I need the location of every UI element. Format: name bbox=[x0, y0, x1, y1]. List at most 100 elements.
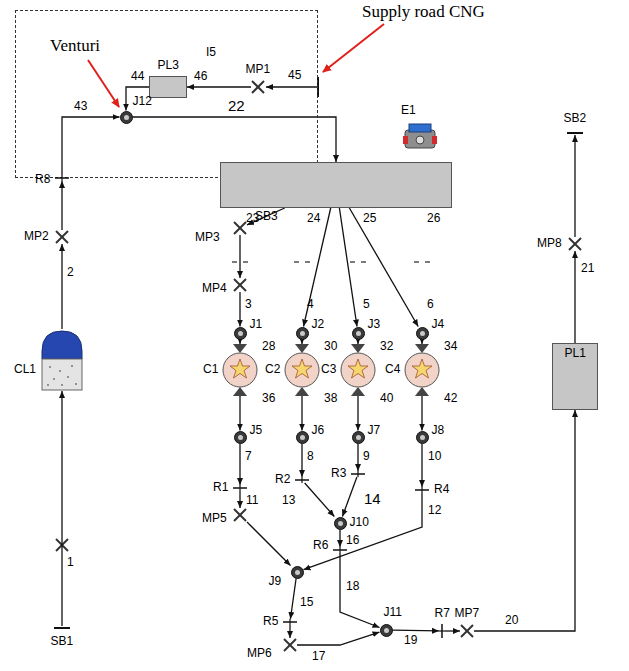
pipe-number: 9 bbox=[363, 450, 370, 464]
pipe-number: 2 bbox=[67, 266, 74, 280]
pipe-number: 38 bbox=[324, 392, 337, 406]
pipe-connector bbox=[239, 340, 240, 345]
restriction-symbol bbox=[439, 624, 445, 638]
pipe-connector bbox=[301, 396, 302, 431]
component-box-symbol bbox=[220, 162, 452, 208]
restriction: R3 bbox=[351, 471, 365, 477]
cylinder: C4 bbox=[402, 344, 442, 396]
junction: J3 bbox=[352, 327, 365, 340]
junction-symbol bbox=[352, 327, 365, 340]
pipe-number: 18 bbox=[346, 580, 359, 594]
pipe-connector bbox=[239, 491, 240, 508]
pipe-connector bbox=[474, 410, 575, 631]
junction-symbol bbox=[352, 431, 365, 444]
pipe-connector bbox=[247, 208, 285, 225]
component-box-symbol bbox=[149, 76, 187, 98]
pipe-connector bbox=[304, 493, 423, 570]
restriction-symbol bbox=[233, 485, 247, 491]
node-label: J8 bbox=[432, 424, 445, 438]
node-label: MP3 bbox=[195, 231, 220, 245]
junction: J6 bbox=[296, 431, 309, 444]
pipe-connector bbox=[239, 235, 240, 278]
node-label: C3 bbox=[321, 363, 336, 377]
measure-point-symbol bbox=[460, 624, 474, 638]
restriction: R7 bbox=[439, 624, 445, 638]
pipe-connector bbox=[445, 630, 460, 631]
node-label: R5 bbox=[263, 615, 278, 629]
restriction-symbol bbox=[333, 547, 347, 553]
restriction: R4 bbox=[415, 487, 429, 493]
pipe-number: 34 bbox=[444, 340, 457, 354]
junction: J7 bbox=[352, 431, 365, 444]
pipe-connector bbox=[340, 553, 380, 628]
junction: J9 bbox=[291, 566, 304, 579]
node-label: I5 bbox=[206, 46, 216, 60]
pipe-number: 10 bbox=[428, 450, 441, 464]
node-label: J7 bbox=[368, 424, 381, 438]
measure-point: MP3 bbox=[233, 221, 247, 235]
pipe-number: 30 bbox=[324, 340, 337, 354]
pipe-connector bbox=[357, 396, 358, 431]
junction-symbol bbox=[234, 327, 247, 340]
node-label: R3 bbox=[331, 467, 346, 481]
node-label: J6 bbox=[312, 424, 325, 438]
tank-symbol: CL1 bbox=[42, 329, 82, 391]
pipe-number: 21 bbox=[581, 262, 594, 276]
cylinder: C3 bbox=[338, 344, 378, 396]
pipe-number: 23 bbox=[246, 212, 259, 226]
junction-symbol bbox=[416, 431, 429, 444]
engine-icon: E1 bbox=[403, 122, 437, 150]
pipe-number: 24 bbox=[307, 212, 320, 226]
cylinder-symbol bbox=[282, 344, 322, 396]
pipe-connector bbox=[342, 477, 357, 517]
pipe-number: 12 bbox=[428, 504, 441, 518]
component-box: SB3 bbox=[220, 162, 452, 208]
junction-symbol bbox=[291, 566, 304, 579]
pipe-number: 14 bbox=[364, 490, 381, 507]
node-label: R8 bbox=[35, 173, 50, 187]
node-label: E1 bbox=[401, 104, 416, 118]
pipe-connector bbox=[239, 396, 240, 431]
restriction-symbol bbox=[415, 487, 429, 493]
node-label: J4 bbox=[432, 318, 445, 332]
component-box: PL1 bbox=[552, 343, 598, 410]
pipe-number: 43 bbox=[74, 100, 87, 114]
pipe-connector bbox=[133, 117, 337, 162]
component-box: PL3 bbox=[149, 76, 187, 98]
measure-point-symbol bbox=[568, 237, 582, 251]
pipe-number: 17 bbox=[312, 650, 325, 664]
node-label: SB2 bbox=[564, 112, 587, 126]
junction: J11 bbox=[380, 624, 393, 637]
callout-text: Supply road CNG bbox=[362, 2, 485, 22]
pipe-connector bbox=[304, 208, 331, 327]
pipe-number: 40 bbox=[380, 392, 393, 406]
cylinder-symbol bbox=[402, 344, 442, 396]
pipe-number: 19 bbox=[404, 634, 417, 648]
cylinder: C1 bbox=[220, 344, 260, 396]
measure-point: MP8 bbox=[568, 237, 582, 251]
pipe-connector bbox=[61, 244, 62, 329]
junction-symbol bbox=[380, 624, 393, 637]
node-label: R4 bbox=[434, 483, 449, 497]
junction-symbol bbox=[416, 327, 429, 340]
pipe-connector bbox=[301, 444, 302, 478]
node-label: MP6 bbox=[247, 647, 272, 661]
pipe-connector bbox=[421, 340, 422, 345]
cylinder-symbol bbox=[338, 344, 378, 396]
pipe-connector bbox=[61, 181, 62, 230]
pipe-number: 44 bbox=[131, 70, 144, 84]
node-label: R6 bbox=[313, 539, 328, 553]
pipe-number: 32 bbox=[380, 340, 393, 354]
cylinder-symbol bbox=[220, 344, 260, 396]
restriction: R2 bbox=[295, 477, 309, 483]
pipe-connector bbox=[289, 625, 290, 638]
node-label: PL3 bbox=[158, 59, 179, 73]
node-label: MP5 bbox=[202, 512, 227, 526]
pipe-number: 13 bbox=[282, 494, 295, 508]
junction: J5 bbox=[234, 431, 247, 444]
junction: J1 bbox=[234, 327, 247, 340]
pipe-connector bbox=[393, 629, 440, 631]
junction-symbol bbox=[334, 517, 347, 530]
